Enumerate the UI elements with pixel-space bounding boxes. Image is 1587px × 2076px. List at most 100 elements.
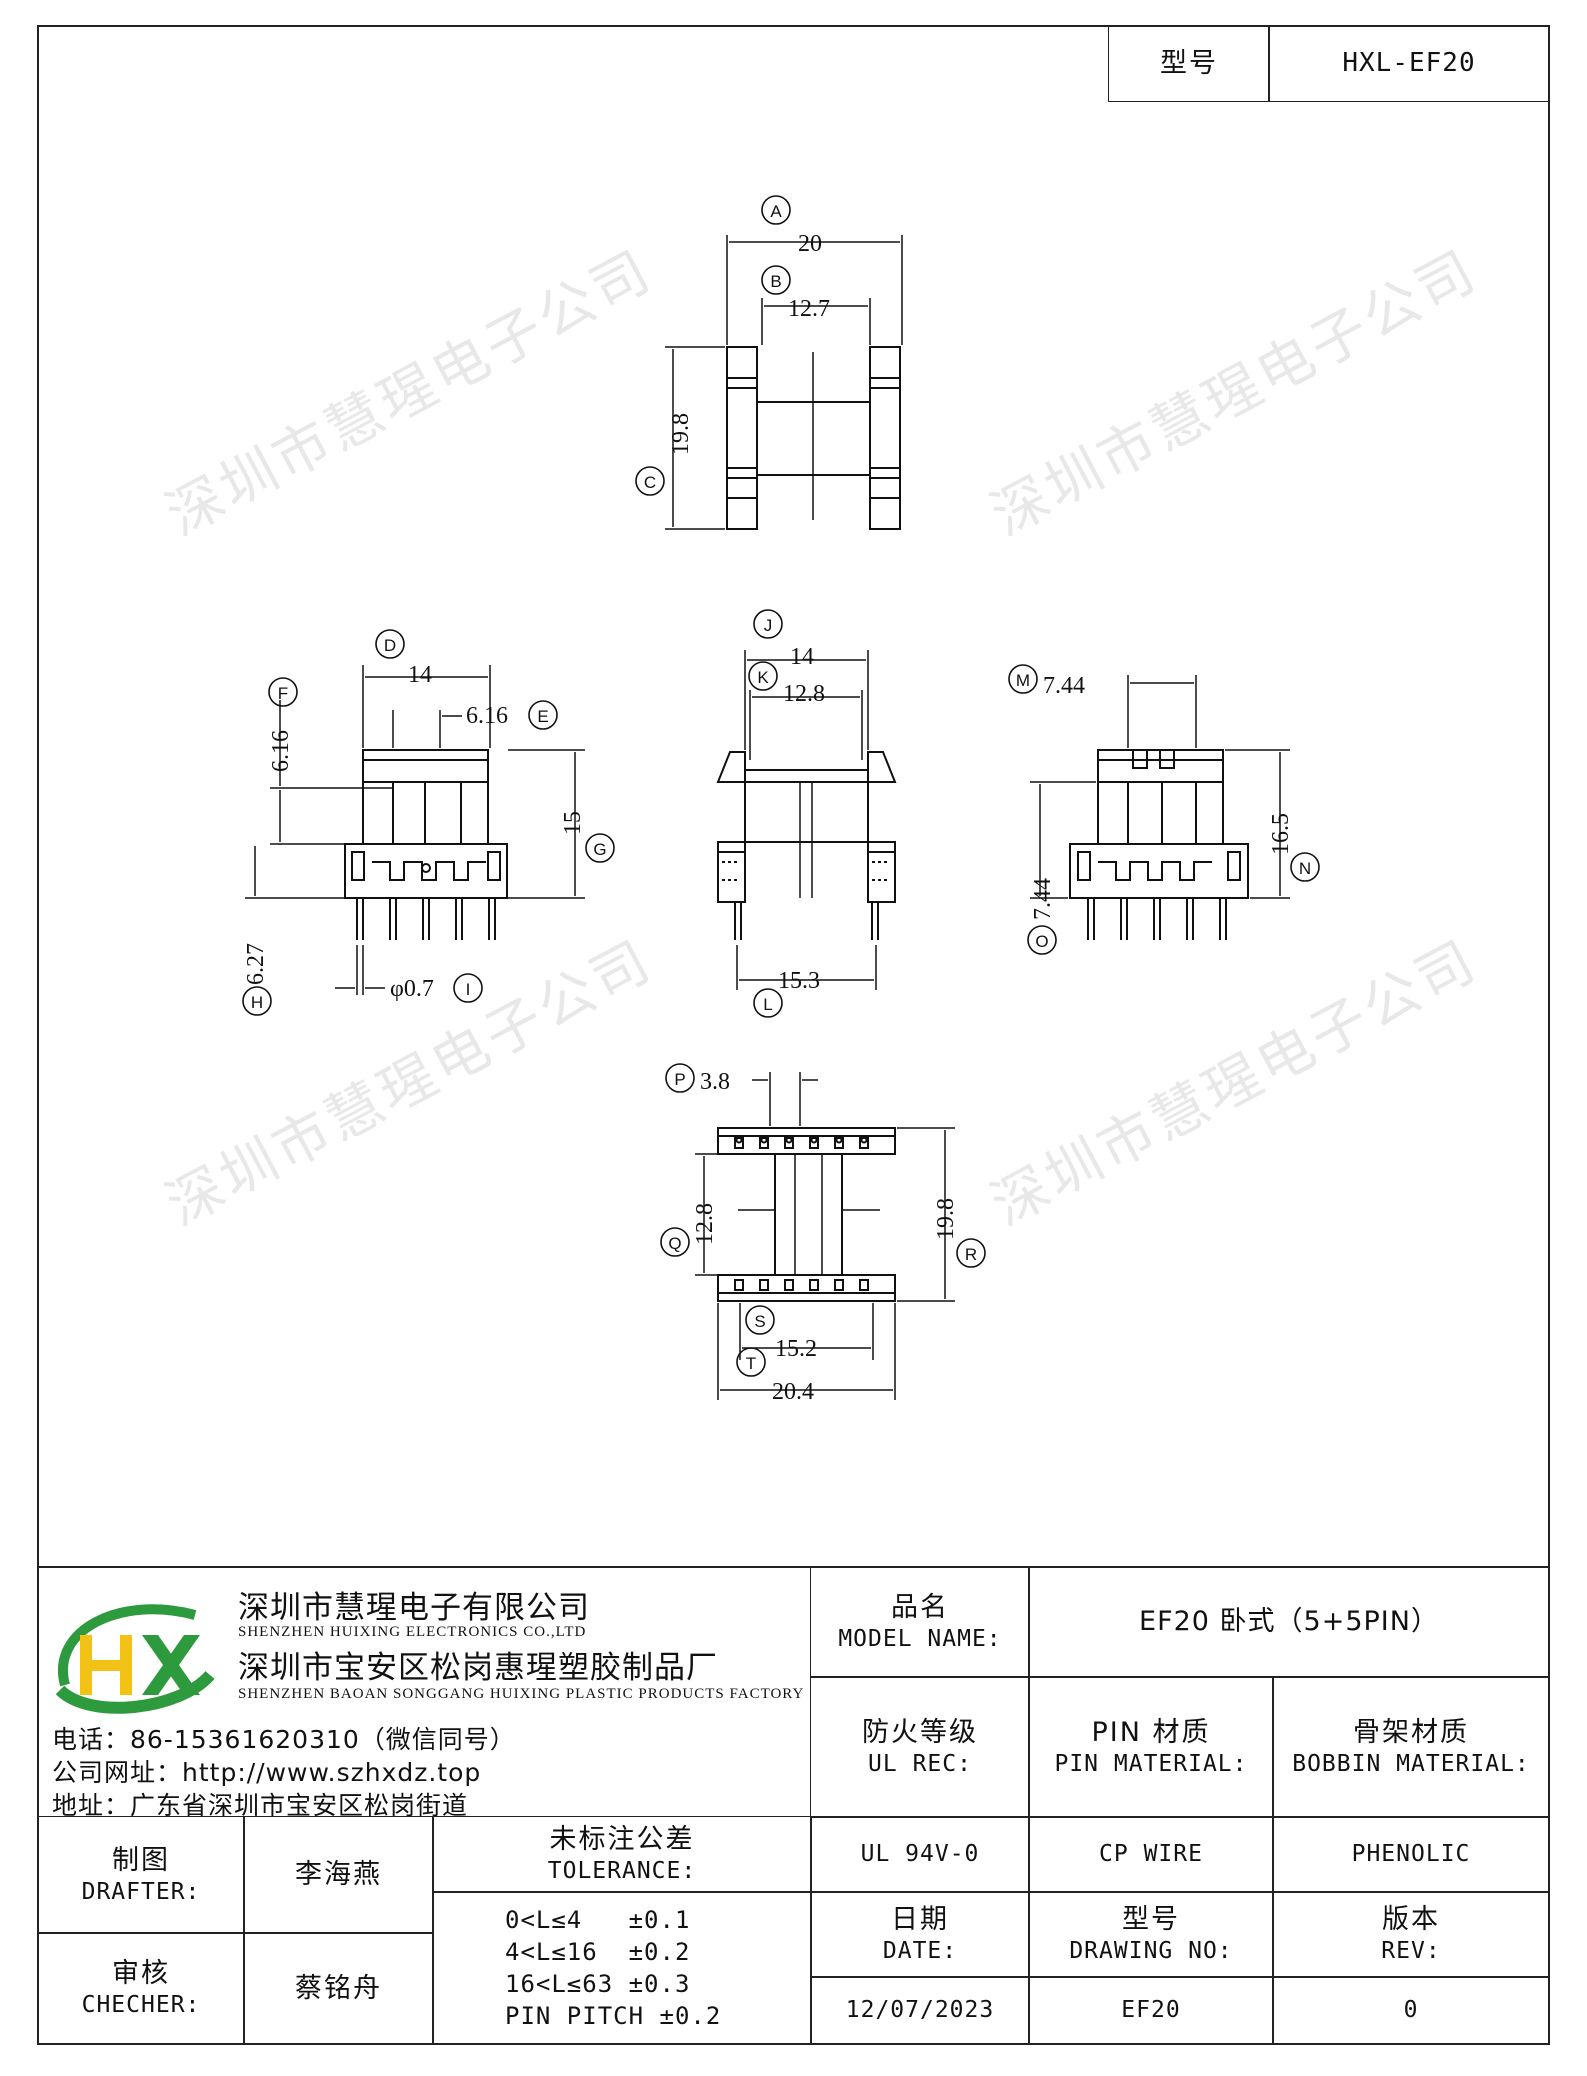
callout-I-circle bbox=[453, 973, 483, 1003]
date-label: 日期 DATE: bbox=[810, 1891, 1030, 1978]
tolerance-values bbox=[432, 1891, 812, 2045]
ul-rec-label-en: UL REC: bbox=[868, 1750, 972, 1777]
factory-name-cn: 深圳市宝安区松岗惠瑆塑胶制品厂 bbox=[238, 1650, 718, 1686]
dim-D-value: 14 bbox=[408, 662, 432, 688]
callout-B-circle bbox=[761, 265, 791, 295]
callout-J-circle bbox=[753, 609, 783, 639]
model-name-value-text: EF20 卧式（5+5PIN） bbox=[1139, 1606, 1439, 1638]
tolerance-label: 未标注公差 TOLERANCE: bbox=[432, 1816, 812, 1893]
checker-label-en: CHECHER: bbox=[81, 1992, 201, 2018]
callout-C-label: C bbox=[644, 473, 656, 492]
callout-D-circle bbox=[375, 629, 405, 659]
dim-O-value: 7.44 bbox=[1030, 878, 1056, 920]
callout-I-label: I bbox=[466, 980, 471, 999]
callout-H-label: H bbox=[251, 993, 263, 1012]
side-view bbox=[716, 650, 897, 990]
dim-Q-value: 12.8 bbox=[692, 1203, 718, 1245]
dim-C-value: 19.8 bbox=[668, 413, 694, 455]
callout-E-label: E bbox=[537, 707, 548, 726]
right-view bbox=[1030, 675, 1290, 940]
dim-N-value: 16.5 bbox=[1268, 813, 1294, 855]
callout-N-circle bbox=[1290, 852, 1320, 882]
company-website: 公司网址：http://www.szhxdz.top bbox=[52, 1758, 482, 1787]
dim-L-value: 15.3 bbox=[778, 968, 820, 994]
header-model-label: 型号 bbox=[1108, 25, 1270, 102]
callout-O-circle bbox=[1027, 925, 1057, 955]
checker-label-cn: 审核 bbox=[112, 1958, 170, 1990]
callout-D-label: D bbox=[384, 636, 396, 655]
dim-T-value: 20.4 bbox=[772, 1379, 814, 1405]
pin-material-label: PIN 材质 PIN MATERIAL: bbox=[1028, 1676, 1274, 1818]
model-name-label-cn: 品名 bbox=[891, 1591, 949, 1623]
callout-L-label: L bbox=[763, 995, 772, 1014]
dim-J-value: 14 bbox=[790, 644, 814, 670]
callout-P-circle bbox=[665, 1063, 695, 1093]
callout-R-label: R bbox=[965, 1245, 977, 1264]
ul-rec-value-text: UL 94V-0 bbox=[860, 1841, 980, 1868]
dim-K-value: 12.8 bbox=[783, 681, 825, 707]
callout-G-label: G bbox=[593, 840, 606, 859]
company-name-en: SHENZHEN HUIXING ELECTRONICS CO.,LTD bbox=[238, 1624, 587, 1640]
tolerance-line: 0<L≤4 ±0.1 bbox=[505, 1906, 691, 1934]
dim-M-value: 7.44 bbox=[1043, 673, 1085, 699]
titleblock-top-rule bbox=[37, 1566, 1550, 1568]
rev-value: 0 bbox=[1272, 1976, 1550, 2045]
callout-F-label: F bbox=[278, 684, 288, 703]
company-address: 地址：广东省深圳市宝安区松岗街道 bbox=[52, 1791, 469, 1820]
date-label-en: DATE: bbox=[882, 1938, 958, 1964]
drafter-value: 李海燕 bbox=[243, 1816, 434, 1934]
callout-T-label: T bbox=[746, 1354, 756, 1373]
tolerance-line: 16<L≤63 ±0.3 bbox=[505, 1970, 691, 1998]
callout-E-circle bbox=[528, 700, 558, 730]
callout-T-circle bbox=[736, 1347, 766, 1377]
header-model-value: HXL-EF20 bbox=[1268, 25, 1550, 102]
dim-R-value: 19.8 bbox=[933, 1198, 959, 1240]
callout-C-circle bbox=[635, 466, 665, 496]
model-name-value: EF20 卧式（5+5PIN） bbox=[1028, 1566, 1550, 1678]
ul-rec-value: UL 94V-0 bbox=[810, 1816, 1030, 1893]
callout-Q-label: Q bbox=[668, 1234, 681, 1253]
callout-P-label: P bbox=[674, 1070, 685, 1089]
tolerance-line: 4<L≤16 ±0.2 bbox=[505, 1938, 691, 1966]
callout-L-circle bbox=[753, 988, 783, 1018]
bobbin-material-label-en: BOBBIN MATERIAL: bbox=[1292, 1750, 1530, 1777]
dim-I-value: φ0.7 bbox=[390, 976, 434, 1002]
pin-material-label-cn: PIN 材质 bbox=[1091, 1716, 1211, 1748]
drawing-no-label-cn: 型号 bbox=[1122, 1904, 1180, 1936]
callout-O-label: O bbox=[1035, 932, 1048, 951]
bobbin-material-value: PHENOLIC bbox=[1272, 1816, 1550, 1893]
checker-value: 蔡铭舟 bbox=[243, 1932, 434, 2045]
drawing-no-value-text: EF20 bbox=[1121, 1997, 1181, 2024]
drafter-label-en: DRAFTER: bbox=[81, 1878, 201, 1905]
date-value: 12/07/2023 bbox=[810, 1976, 1030, 2045]
drafter-label-cn: 制图 bbox=[112, 1844, 170, 1876]
checker-label: 审核 CHECHER: bbox=[37, 1932, 245, 2045]
callout-J-label: J bbox=[764, 616, 773, 635]
rev-label-en: REV: bbox=[1381, 1938, 1441, 1964]
tolerance-label-en: TOLERANCE: bbox=[547, 1858, 697, 1884]
rev-label-cn: 版本 bbox=[1382, 1904, 1440, 1936]
callout-G-circle bbox=[585, 833, 615, 863]
top-view bbox=[665, 235, 903, 530]
callout-A-label: A bbox=[770, 202, 782, 221]
company-name-cn: 深圳市慧瑆电子有限公司 bbox=[238, 1590, 590, 1626]
ul-rec-label: 防火等级 UL REC: bbox=[810, 1676, 1030, 1818]
callout-Q-circle bbox=[660, 1227, 690, 1257]
callout-N-label: N bbox=[1299, 859, 1311, 878]
rev-label: 版本 REV: bbox=[1272, 1891, 1550, 1978]
ul-rec-label-cn: 防火等级 bbox=[862, 1716, 978, 1748]
callout-M-label: M bbox=[1016, 671, 1030, 690]
callout-M-circle bbox=[1008, 664, 1038, 694]
pin-material-value: CP WIRE bbox=[1028, 1816, 1274, 1893]
callout-K-circle bbox=[748, 661, 778, 691]
checker-value-text: 蔡铭舟 bbox=[295, 1972, 382, 2004]
callout-F-circle bbox=[268, 677, 298, 707]
bobbin-material-label: 骨架材质 BOBBIN MATERIAL: bbox=[1272, 1676, 1550, 1818]
bobbin-material-label-cn: 骨架材质 bbox=[1353, 1716, 1469, 1748]
callout-R-circle bbox=[956, 1238, 986, 1268]
dim-P-value: 3.8 bbox=[700, 1069, 730, 1095]
dim-G-value: 15 bbox=[560, 811, 586, 835]
drafter-value-text: 李海燕 bbox=[295, 1859, 382, 1891]
